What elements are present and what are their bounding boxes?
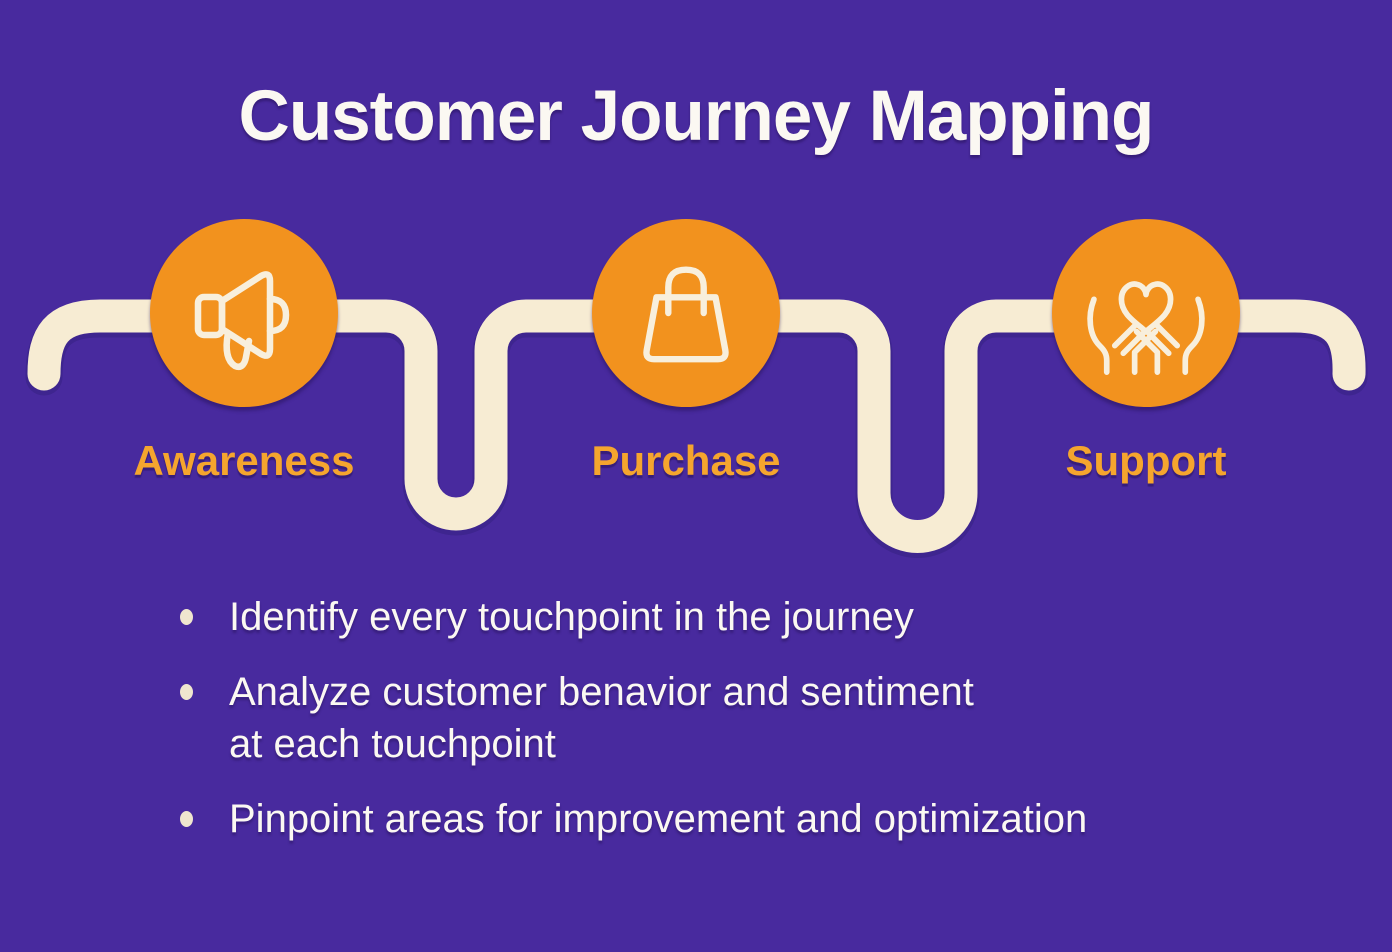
list-item: Identify every touchpoint in the journey [180,591,1300,643]
list-item: Analyze customer benavior and sentiment … [180,666,1300,770]
bullet-text: Analyze customer benavior and sentiment … [229,666,974,770]
bullet-dot [180,609,193,625]
stage-purchase: Purchase [556,219,816,485]
list-item: Pinpoint areas for improvement and optim… [180,793,1300,845]
stage-label-purchase: Purchase [591,437,781,484]
megaphone-icon [194,271,290,370]
bullet-dot [180,811,193,827]
bullet-line: at each touchpoint [229,722,556,766]
hands-heart-icon [1087,280,1205,375]
bullet-list: Identify every touchpoint in the journey… [180,591,1300,868]
left-hand [1087,295,1159,375]
stage-support: Support [1016,219,1276,485]
support-circle [1052,219,1240,407]
bullet-dot [180,684,193,700]
right-hand [1133,295,1205,375]
shopping-bag-icon [643,266,729,363]
bullet-line: Analyze customer benavior and sentiment [229,670,974,714]
stage-label-awareness: Awareness [133,437,355,484]
awareness-circle [150,219,338,407]
journey-path-line [27,299,1366,553]
purchase-circle [592,219,780,407]
page-title: Customer Journey Mapping [238,77,1155,156]
bullet-text: Pinpoint areas for improvement and optim… [229,793,1087,845]
bullet-text: Identify every touchpoint in the journey [229,591,914,643]
bullet-line: Identify every touchpoint in the journey [229,595,914,639]
bullet-line: Pinpoint areas for improvement and optim… [229,797,1088,841]
stage-awareness: Awareness [114,219,374,485]
stage-label-support: Support [1065,437,1227,484]
